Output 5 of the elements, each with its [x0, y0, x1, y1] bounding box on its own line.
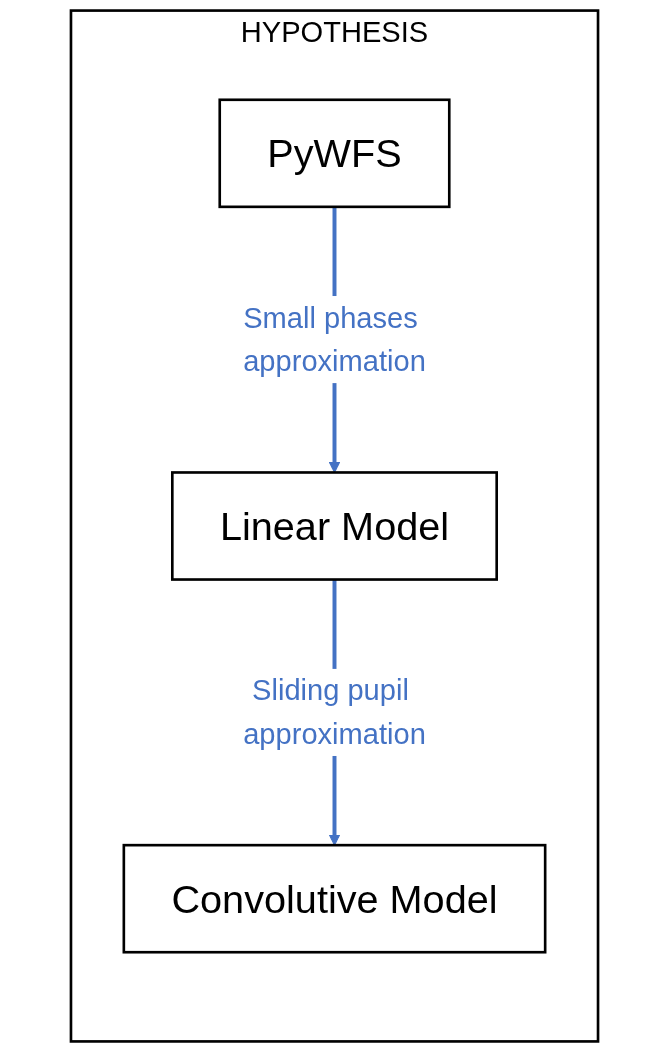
node-box	[122, 843, 547, 954]
node-box	[171, 471, 498, 581]
node-box	[218, 98, 451, 209]
edge-label: Small phases approximation	[243, 301, 426, 378]
edge-label: Sliding pupil approximation	[243, 674, 426, 751]
